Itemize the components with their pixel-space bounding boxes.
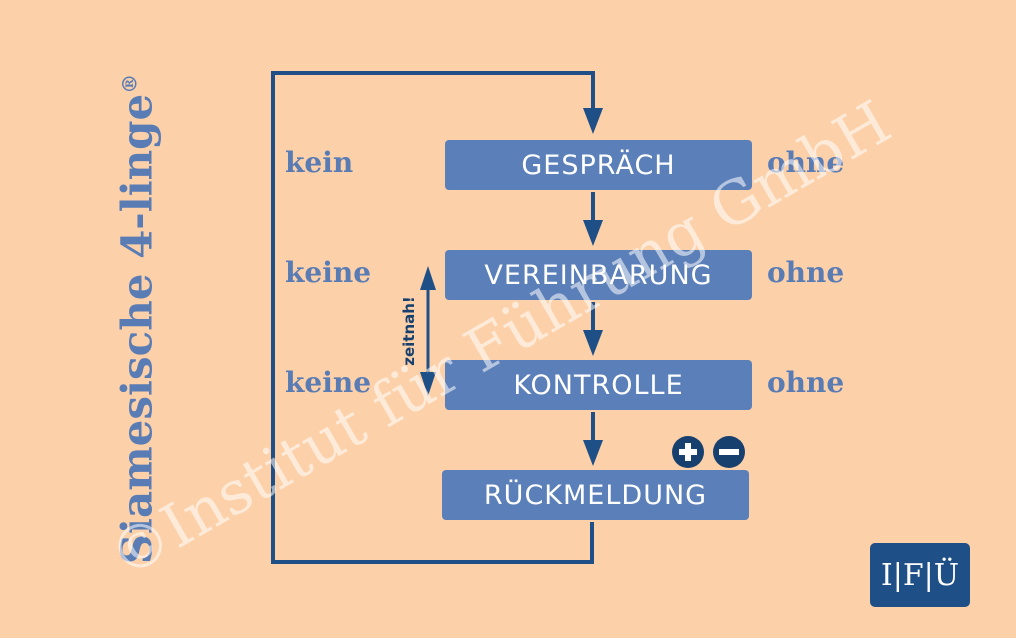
minus-circle-icon — [713, 436, 745, 468]
plus-circle-icon — [672, 436, 704, 468]
step-rueckmeldung: RÜCKMELDUNG — [442, 470, 749, 520]
zeitnah-label: zeitnah! — [400, 296, 418, 366]
loop-arrowhead — [583, 108, 603, 134]
right-label-2: ohne — [767, 256, 845, 289]
vertical-title: Siamesische 4-linge® — [112, 73, 162, 565]
step-kontrolle: KONTROLLE — [445, 360, 752, 410]
zeitnah-arrow-up — [420, 266, 436, 290]
step-vereinbarung: VEREINBARUNG — [445, 250, 752, 300]
right-label-1: ohne — [767, 146, 845, 179]
arrow-1-head — [583, 220, 603, 246]
left-label-2: keine — [285, 256, 372, 289]
zeitnah-arrow-down — [420, 372, 436, 396]
right-label-3: ohne — [767, 366, 845, 399]
ifue-logo: I|F|Ü — [870, 543, 970, 607]
left-label-3: keine — [285, 366, 372, 399]
arrow-3-head — [583, 440, 603, 466]
arrow-2-head — [583, 330, 603, 356]
left-label-1: kein — [285, 146, 354, 179]
feedback-loop-line — [271, 71, 595, 564]
registered-mark: ® — [117, 73, 142, 94]
step-gespraech: GESPRÄCH — [445, 140, 752, 190]
